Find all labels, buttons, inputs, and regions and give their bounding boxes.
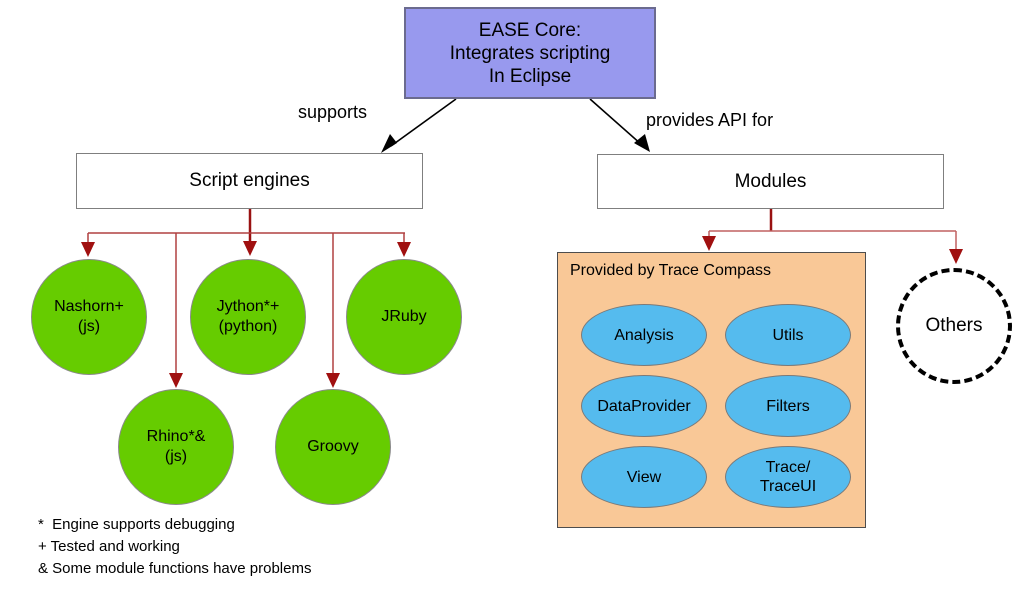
modules-connector-tree [702, 209, 963, 264]
script-engines-box: Script engines [76, 153, 423, 209]
engine-node-groovy: Groovy [275, 389, 391, 505]
engine-node-label: Nashorn+ (js) [54, 298, 124, 335]
module-node-label: Filters [766, 397, 810, 415]
engine-node-rhino: Rhino*& (js) [118, 389, 234, 505]
trace-compass-group-title: Provided by Trace Compass [570, 262, 771, 279]
module-node-view: View [581, 446, 707, 508]
edge-label-supports: supports [298, 102, 368, 122]
engine-node-label: JRuby [381, 308, 427, 325]
legend-line-problems: & Some module functions have problems [38, 560, 312, 577]
engines-connector-tree [81, 209, 411, 388]
legend-line-tested: + Tested and working [38, 538, 180, 555]
engine-node-nashorn: Nashorn+ (js) [31, 259, 147, 375]
modules-title: Modules [734, 170, 807, 192]
engine-node-jruby: JRuby [346, 259, 462, 375]
engine-node-label: Jython*+ (python) [216, 298, 280, 335]
edge-label-provides-api: provides API for [646, 110, 774, 130]
module-node-dataprovider: DataProvider [581, 375, 707, 437]
legend-line-debugging: * Engine supports debugging [38, 516, 235, 533]
module-node-label: DataProvider [597, 397, 691, 415]
module-node-trace-traceui: Trace/ TraceUI [725, 446, 851, 508]
legend: * Engine supports debugging + Tested and… [38, 514, 311, 580]
module-node-others: Others [896, 268, 1012, 384]
modules-box: Modules [597, 154, 944, 209]
module-node-label: Trace/ TraceUI [759, 459, 817, 495]
engine-node-label: Rhino*& (js) [146, 428, 206, 465]
root-node-label: EASE Core: Integrates scripting In Eclip… [449, 19, 611, 87]
engine-node-jython: Jython*+ (python) [190, 259, 306, 375]
module-node-utils: Utils [725, 304, 851, 366]
module-node-label: Utils [772, 326, 804, 344]
edge-provides-api [589, 98, 650, 152]
module-node-label: View [626, 468, 662, 486]
others-label: Others [925, 315, 983, 336]
trace-compass-group-box: Provided by Trace Compass Analysis Utils… [557, 252, 866, 528]
root-node-ease-core: EASE Core: Integrates scripting In Eclip… [404, 7, 656, 99]
engine-node-label: Groovy [307, 438, 359, 455]
module-node-filters: Filters [725, 375, 851, 437]
module-node-label: Analysis [614, 326, 674, 344]
edge-supports [381, 98, 457, 153]
module-node-analysis: Analysis [581, 304, 707, 366]
script-engines-title: Script engines [189, 170, 310, 191]
